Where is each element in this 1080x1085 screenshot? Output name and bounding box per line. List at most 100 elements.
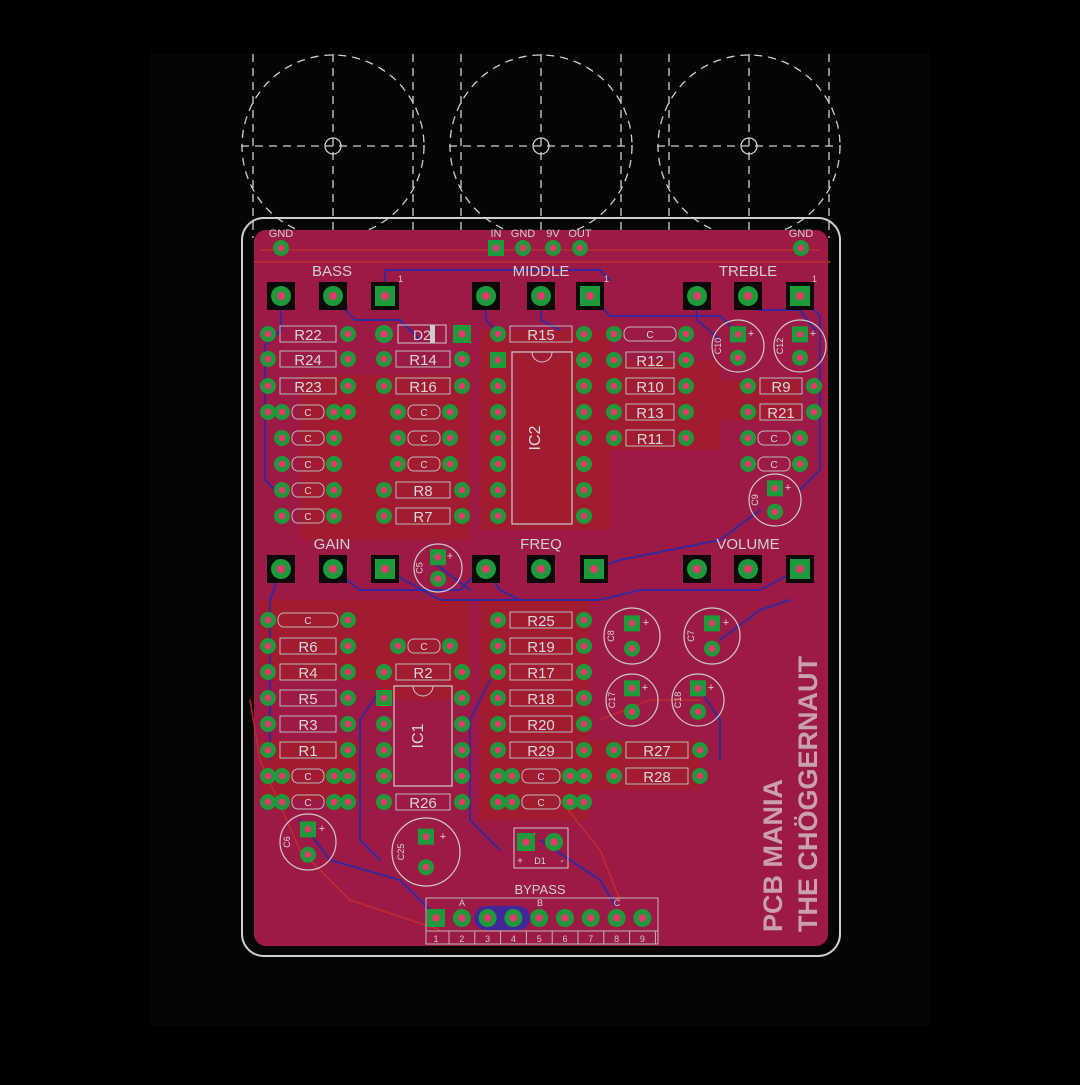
ic-body bbox=[393, 685, 453, 787]
diode-label: D1 bbox=[534, 856, 546, 866]
board-outline bbox=[241, 217, 841, 957]
resistor-body bbox=[279, 377, 337, 395]
bypass-header-outline bbox=[425, 897, 659, 945]
capacitor-label: C bbox=[420, 434, 427, 445]
capacitor-body bbox=[407, 430, 441, 446]
electrolytic-cap-label: C17 bbox=[607, 692, 617, 709]
capacitor-label: C bbox=[304, 460, 311, 471]
resistor-label: R21 bbox=[767, 405, 795, 422]
capacitor-body bbox=[757, 430, 791, 446]
bypass-pin-number: 9 bbox=[640, 934, 645, 944]
capacitor-body bbox=[291, 482, 325, 498]
resistor-body bbox=[625, 741, 689, 759]
resistor-label: R15 bbox=[527, 327, 555, 344]
resistor-label: R12 bbox=[636, 353, 664, 370]
out-label: OUT bbox=[568, 228, 592, 240]
electrolytic-cap-label: C7 bbox=[686, 630, 696, 642]
electrolytic-cap-outline bbox=[671, 673, 725, 727]
polarity-mark: + bbox=[723, 617, 729, 629]
resistor-body bbox=[279, 741, 337, 759]
bypass-group-c: C bbox=[614, 898, 621, 908]
capacitor-body bbox=[291, 508, 325, 524]
polarity-mark: + bbox=[748, 328, 754, 340]
nine-volt-label: 9V bbox=[546, 228, 560, 240]
resistor-label: R2 bbox=[413, 665, 432, 682]
capacitor-label: C bbox=[537, 772, 544, 783]
electrolytic-cap-outline bbox=[391, 817, 461, 887]
resistor-label: R10 bbox=[636, 379, 664, 396]
resistor-body bbox=[279, 325, 337, 343]
resistor-label: R14 bbox=[409, 352, 437, 369]
capacitor-body bbox=[291, 404, 325, 420]
resistor-label: R9 bbox=[771, 379, 790, 396]
bypass-pin-number: 8 bbox=[614, 934, 619, 944]
resistor-label: R23 bbox=[294, 379, 322, 396]
diode-label: D2 bbox=[413, 327, 431, 343]
resistor-body bbox=[625, 403, 675, 421]
resistor-body bbox=[759, 403, 803, 421]
polarity-mark: + bbox=[643, 617, 649, 629]
resistor-body bbox=[395, 481, 451, 499]
volume-pot-label: VOLUME bbox=[716, 536, 779, 553]
capacitor-label: C bbox=[537, 798, 544, 809]
capacitor-body bbox=[407, 638, 441, 654]
polarity-mark: + bbox=[447, 551, 453, 563]
bypass-pin-number: 1 bbox=[433, 934, 438, 944]
capacitor-body bbox=[291, 456, 325, 472]
capacitor-body bbox=[521, 794, 561, 810]
resistor-label: R19 bbox=[527, 639, 555, 656]
capacitor-body bbox=[407, 456, 441, 472]
resistor-body bbox=[509, 715, 573, 733]
resistor-body bbox=[395, 377, 451, 395]
resistor-label: R22 bbox=[294, 327, 322, 344]
ic-body bbox=[511, 351, 573, 525]
capacitor-label: C bbox=[770, 434, 777, 445]
resistor-body bbox=[395, 663, 451, 681]
electrolytic-cap-label: C10 bbox=[713, 338, 723, 355]
resistor-body bbox=[625, 767, 689, 785]
electrolytic-cap-outline bbox=[605, 673, 659, 727]
bypass-pin-number: 5 bbox=[537, 934, 542, 944]
resistor-label: R13 bbox=[636, 405, 664, 422]
ic-label: IC1 bbox=[410, 723, 427, 748]
capacitor-body bbox=[407, 404, 441, 420]
electrolytic-cap-outline bbox=[279, 813, 337, 871]
capacitor-label: C bbox=[420, 460, 427, 471]
resistor-body bbox=[509, 325, 573, 343]
bypass-label: BYPASS bbox=[514, 882, 565, 897]
capacitor-label: C bbox=[420, 642, 427, 653]
capacitor-label: C bbox=[304, 408, 311, 419]
capacitor-label: C bbox=[420, 408, 427, 419]
resistor-body bbox=[759, 377, 803, 395]
resistor-body bbox=[395, 793, 451, 811]
freq-pot-label: FREQ bbox=[520, 536, 562, 553]
resistor-body bbox=[395, 507, 451, 525]
capacitor-body bbox=[521, 768, 561, 784]
component-pads bbox=[260, 240, 822, 927]
resistor-body bbox=[625, 377, 675, 395]
resistor-body bbox=[509, 689, 573, 707]
electrolytic-cap-label: C6 bbox=[282, 836, 292, 848]
resistor-label: R25 bbox=[527, 613, 555, 630]
resistor-label: R27 bbox=[643, 743, 671, 760]
resistor-body bbox=[279, 350, 337, 368]
resistor-label: R26 bbox=[409, 795, 437, 812]
brand-line-1: PCB MANIA bbox=[758, 779, 788, 932]
polarity-mark: + bbox=[440, 831, 446, 843]
electrolytic-cap-label: C9 bbox=[750, 494, 760, 506]
electrolytic-cap-outline bbox=[773, 319, 827, 373]
capacitor-label: C bbox=[304, 616, 311, 627]
electrolytic-cap-label: C12 bbox=[775, 338, 785, 355]
capacitor-body bbox=[757, 456, 791, 472]
electrolytic-cap-outline bbox=[748, 473, 802, 527]
resistor-label: R1 bbox=[298, 743, 317, 760]
capacitor-label: C bbox=[304, 798, 311, 809]
polarity-mark: + bbox=[642, 682, 648, 694]
bypass-pin-number: 7 bbox=[588, 934, 593, 944]
resistor-label: R18 bbox=[527, 691, 555, 708]
capacitor-body bbox=[291, 768, 325, 784]
capacitor-label: C bbox=[304, 486, 311, 497]
resistor-label: R5 bbox=[298, 691, 317, 708]
resistor-body bbox=[279, 689, 337, 707]
